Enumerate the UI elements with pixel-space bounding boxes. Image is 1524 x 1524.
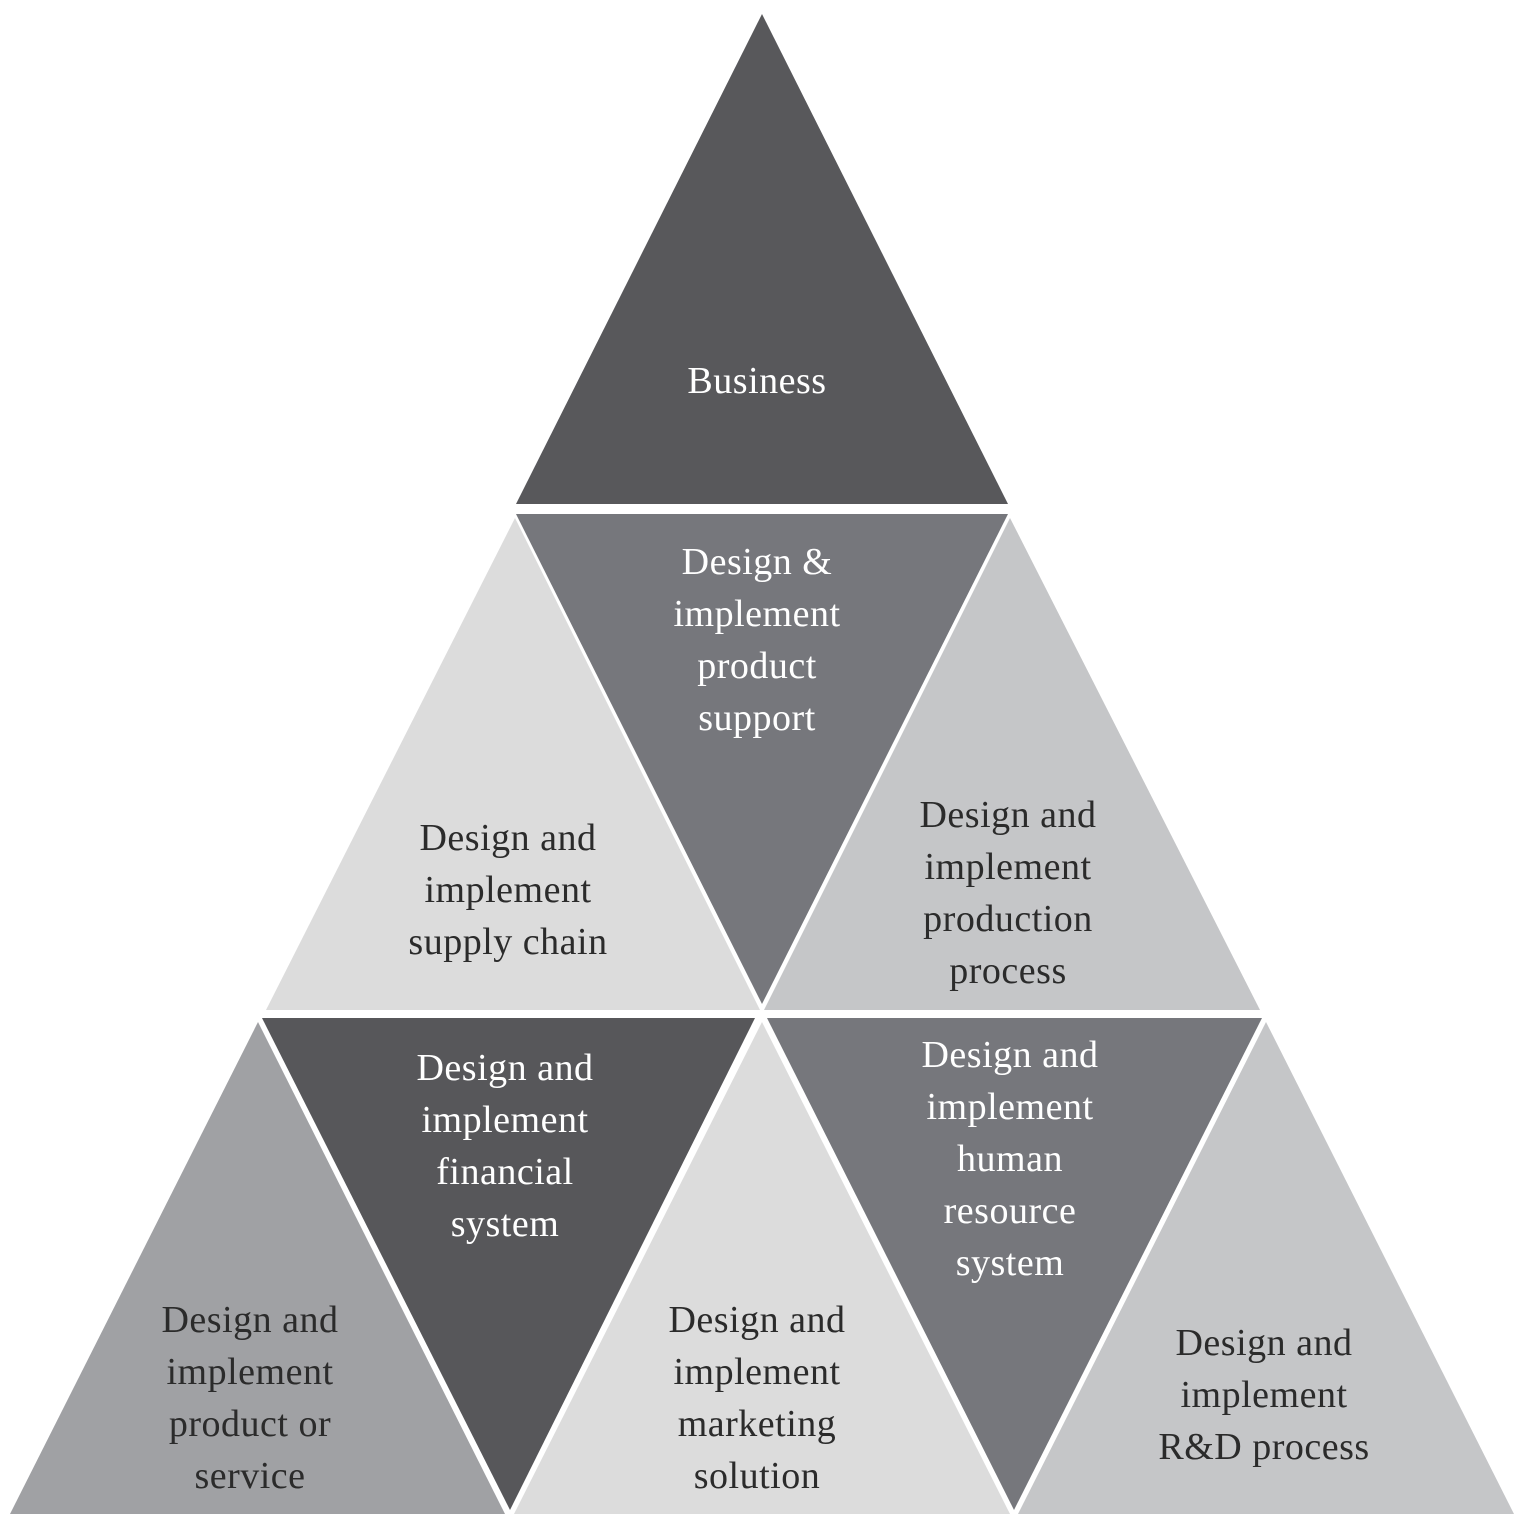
product-or-service-triangle [10,1022,505,1514]
supply-chain-label: Design and implement supply chain [408,812,607,968]
product-or-service-label-line: implement [166,1351,334,1393]
production-process-label-line: process [949,950,1067,992]
rd-process-triangle [1018,1022,1514,1514]
rd-process-label-line: R&D process [1158,1426,1370,1468]
rd-process-label-line: Design and [1175,1322,1353,1364]
supply-chain-triangle [266,518,760,1010]
marketing-solution-label-line: Design and [668,1299,846,1341]
human-resource-system-label-line: resource [943,1190,1077,1232]
human-resource-system-label: Design and implement human resource system [921,1029,1098,1289]
human-resource-system-label-line: human [957,1138,1063,1180]
human-resource-system-label-line: system [955,1242,1065,1284]
product-or-service-label: Design and implement product or service [161,1294,338,1502]
financial-system-triangle [262,1018,755,1510]
business-triangle [516,14,1008,504]
product-support-label-line: support [698,697,816,739]
product-support-label-line: Design & [681,541,833,583]
product-support-triangle [516,514,1008,1004]
financial-system-label-line: financial [436,1151,574,1193]
production-process-label-line: implement [924,846,1092,888]
marketing-solution-label: Design and implement marketing solution [668,1294,845,1502]
production-process-triangle [764,518,1260,1010]
production-process-label-line: production [923,898,1093,940]
supply-chain-label-line: Design and [419,817,597,859]
production-process-label: Design and implement production process [919,789,1096,997]
supply-chain-label-line: supply chain [408,921,608,963]
business-label-line: Business [687,360,827,402]
financial-system-label-line: implement [421,1099,589,1141]
financial-system-label-line: system [450,1203,560,1245]
production-process-label-line: Design and [919,794,1097,836]
human-resource-system-label-line: Design and [921,1034,1099,1076]
product-or-service-label-line: service [194,1455,306,1497]
human-resource-system-label-line: implement [926,1086,1094,1128]
marketing-solution-triangle [514,1022,1010,1514]
product-support-label-line: implement [673,593,841,635]
marketing-solution-label-line: implement [673,1351,841,1393]
marketing-solution-label-line: marketing [677,1403,837,1445]
business-label: Business [687,355,826,407]
product-or-service-label-line: Design and [161,1299,339,1341]
rd-process-label-line: implement [1180,1374,1348,1416]
product-support-label-line: product [697,645,817,687]
financial-system-label-line: Design and [416,1047,594,1089]
marketing-solution-label-line: solution [693,1455,821,1497]
product-support-label: Design & implement product support [673,536,840,744]
human-resource-system-triangle [767,1018,1262,1510]
product-or-service-label-line: product or [168,1403,332,1445]
supply-chain-label-line: implement [424,869,592,911]
financial-system-label: Design and implement financial system [416,1042,593,1250]
